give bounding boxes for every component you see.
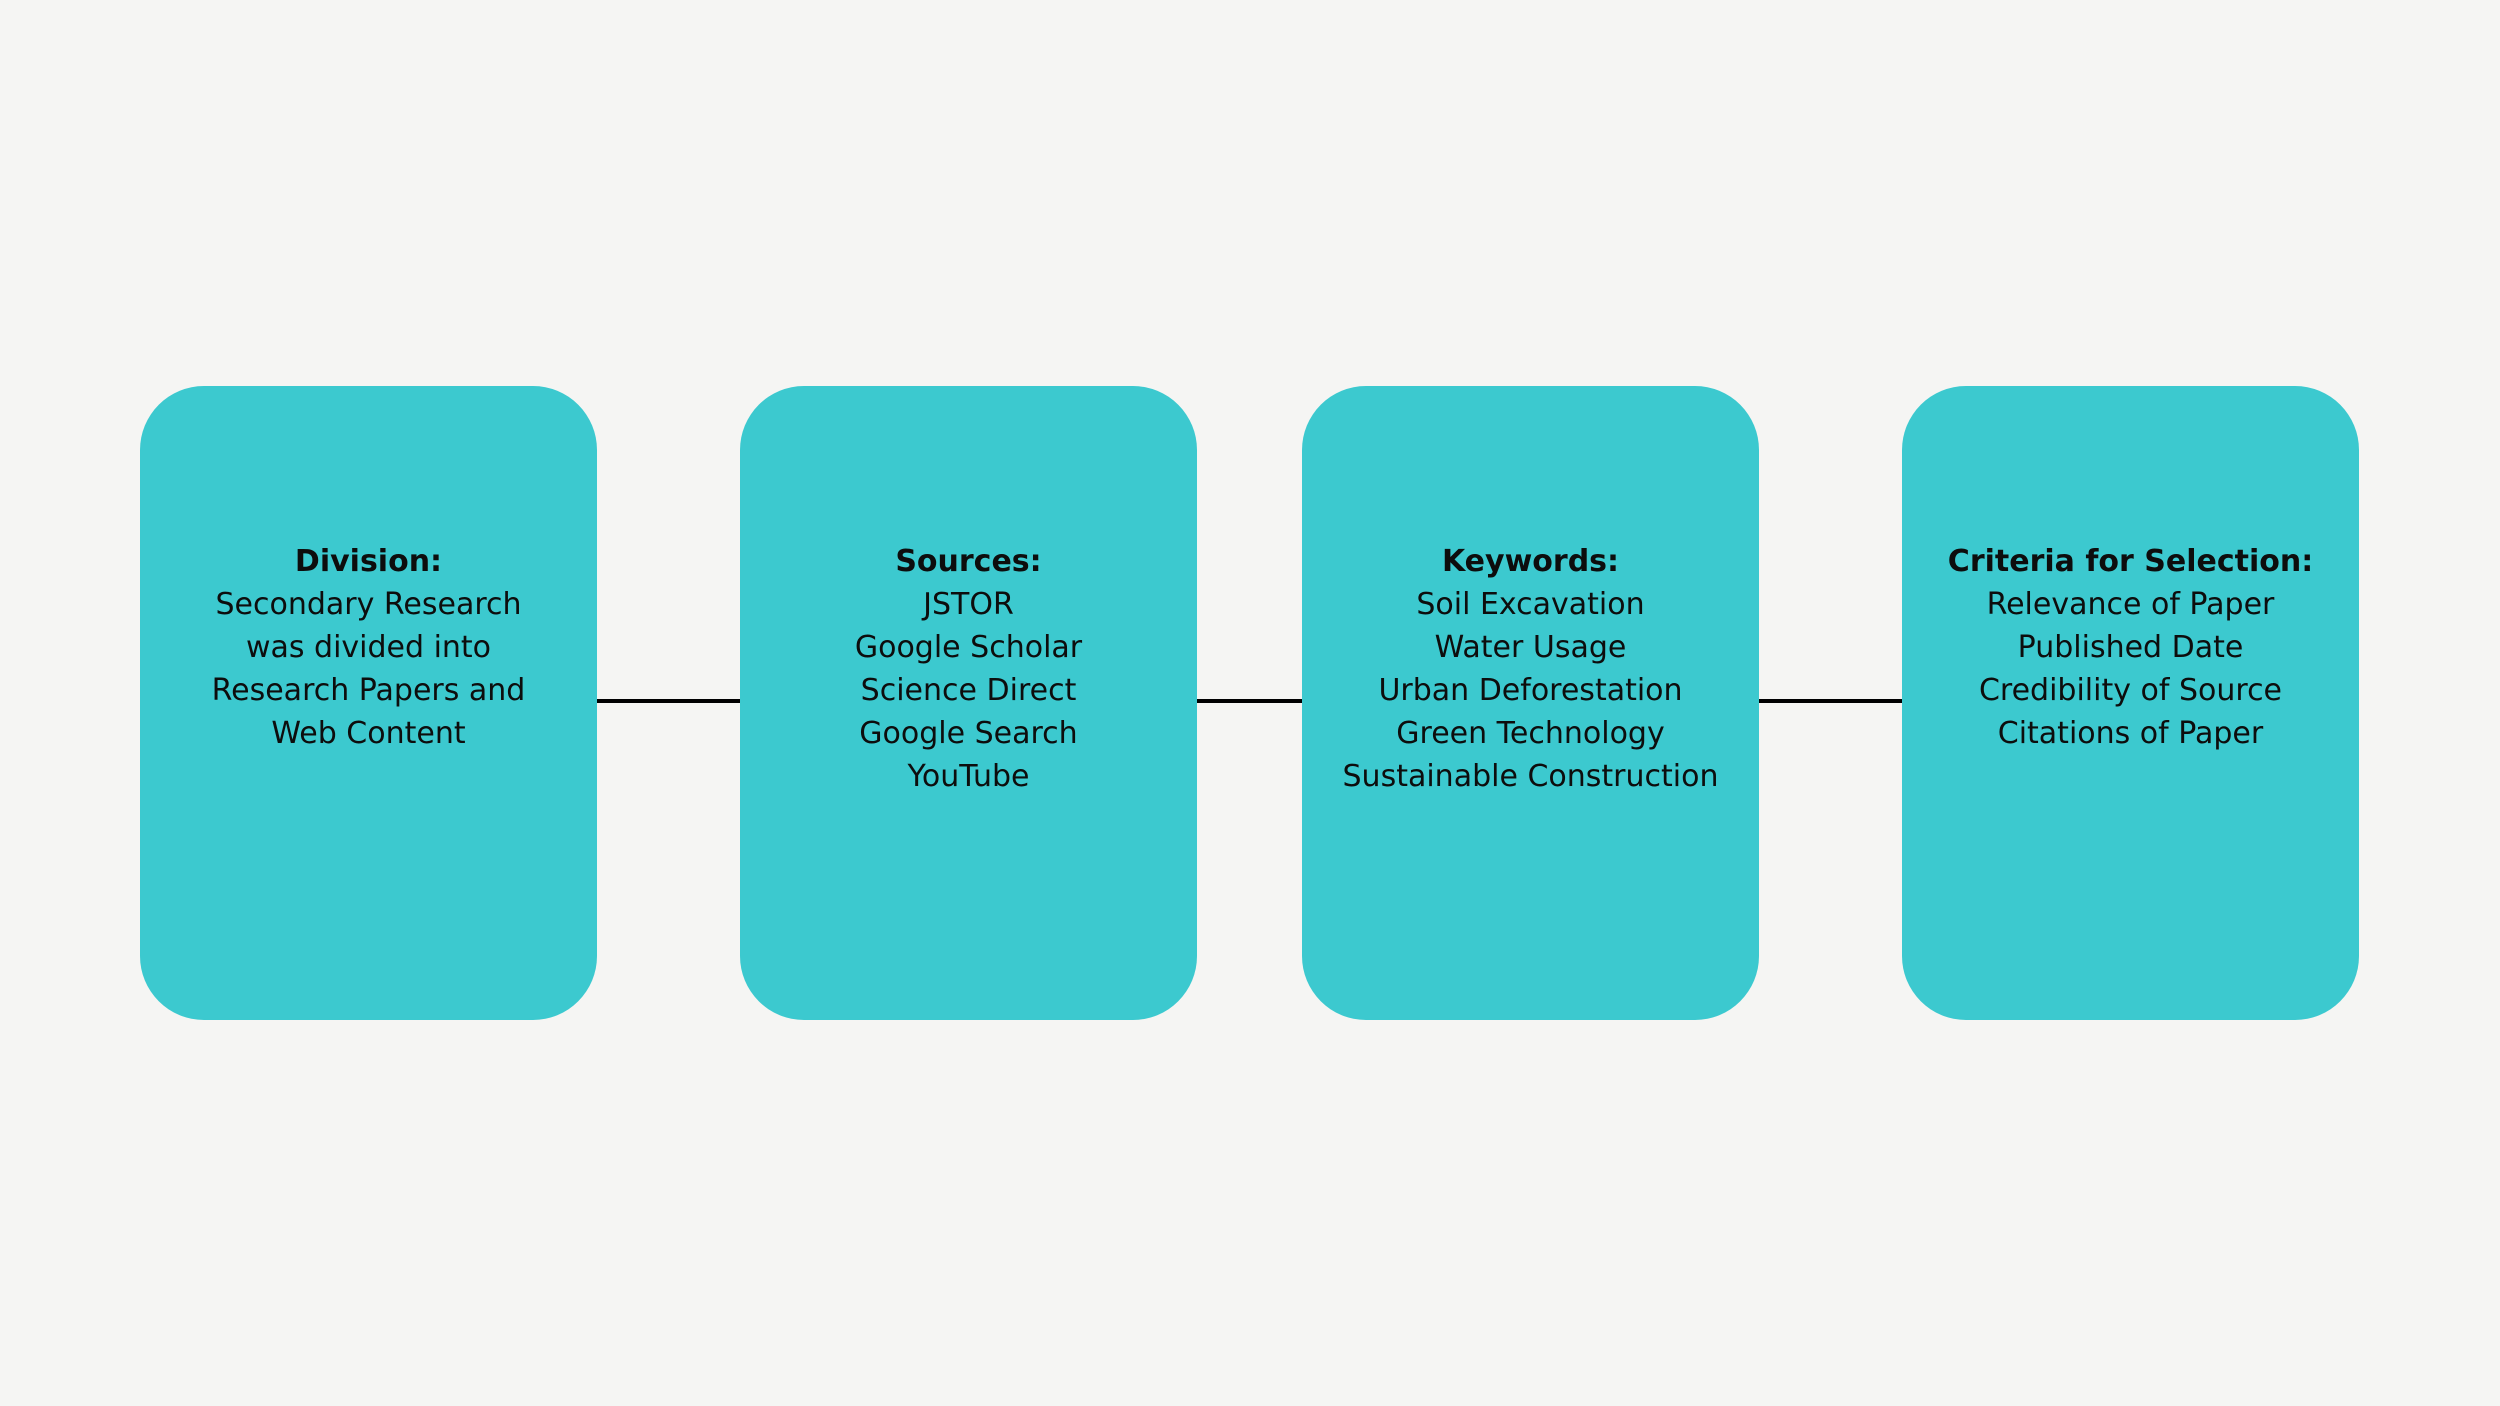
card-division-title: Division: [294,544,443,579]
connector-line-2 [1197,699,1303,703]
card-division-text: Division: Secondary Research was divided… [140,540,597,755]
card-criteria-title: Criteria for Selection: [1947,544,2314,579]
card-keywords: Keywords: Soil Excavation Water Usage Ur… [1302,386,1759,1020]
connector-line-1 [597,699,741,703]
card-keywords-text: Keywords: Soil Excavation Water Usage Ur… [1302,540,1759,798]
card-criteria-item: Citations of Paper [1997,716,2264,751]
connector-line-3 [1759,699,1903,703]
card-division-line: Research Papers and [211,673,526,708]
card-sources-item: YouTube [907,759,1030,794]
card-sources-title: Sources: [895,544,1042,579]
card-criteria-item: Relevance of Paper [1986,587,2275,622]
card-division-line: Web Content [271,716,466,751]
card-keywords-item: Urban Deforestation [1378,673,1683,708]
card-keywords-title: Keywords: [1441,544,1620,579]
card-sources-item: Google Scholar [854,630,1083,665]
card-sources-text: Sources: JSTOR Google Scholar Science Di… [740,540,1197,798]
card-sources: Sources: JSTOR Google Scholar Science Di… [740,386,1197,1020]
card-criteria-item: Published Date [2017,630,2244,665]
card-criteria-text: Criteria for Selection: Relevance of Pap… [1902,540,2359,755]
card-keywords-item: Sustainable Construction [1342,759,1719,794]
card-division-line: was divided into [245,630,492,665]
card-keywords-item: Soil Excavation [1416,587,1645,622]
card-sources-item: Science Direct [860,673,1077,708]
card-sources-item: Google Search [859,716,1078,751]
card-sources-item: JSTOR [923,587,1014,622]
card-keywords-item: Green Technology [1396,716,1665,751]
card-criteria: Criteria for Selection: Relevance of Pap… [1902,386,2359,1020]
card-keywords-item: Water Usage [1434,630,1627,665]
card-criteria-item: Credibility of Source [1978,673,2283,708]
card-division-line: Secondary Research [215,587,522,622]
card-division: Division: Secondary Research was divided… [140,386,597,1020]
